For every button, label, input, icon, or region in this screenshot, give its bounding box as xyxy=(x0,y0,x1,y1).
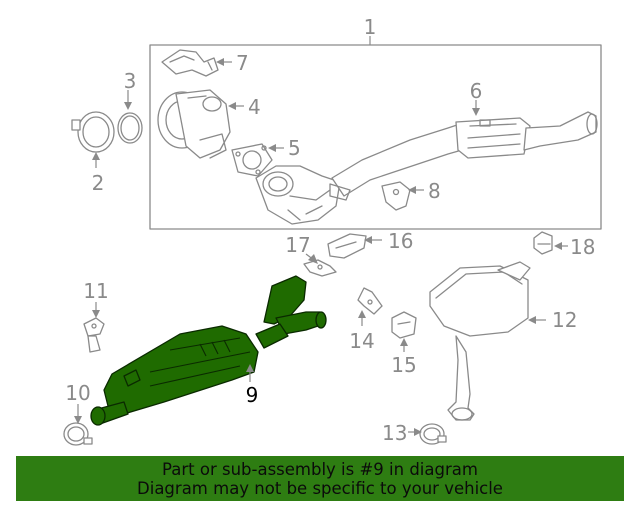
callout-3: 3 xyxy=(124,69,137,93)
callout-7: 7 xyxy=(236,51,249,75)
part-17-hanger[interactable] xyxy=(303,259,337,277)
callout-13: 13 xyxy=(382,421,407,445)
callout-2: 2 xyxy=(92,171,105,195)
part-10-clamp[interactable] xyxy=(63,422,93,446)
part-notice-banner: Part or sub-assembly is #9 in diagram Di… xyxy=(16,456,624,501)
banner-line-disclaimer: Diagram may not be specific to your vehi… xyxy=(137,479,503,498)
banner-line-part-number: Part or sub-assembly is #9 in diagram xyxy=(162,460,478,479)
callout-17: 17 xyxy=(285,233,310,257)
callout-15: 15 xyxy=(391,353,416,377)
callout-6: 6 xyxy=(470,79,483,103)
part-5-gasket[interactable] xyxy=(231,143,273,177)
part-18-isolator[interactable] xyxy=(533,231,553,255)
part-15-isolator[interactable] xyxy=(391,311,417,339)
part-4-catalyst-housing[interactable] xyxy=(157,89,231,159)
callout-5: 5 xyxy=(288,136,301,160)
callout-4: 4 xyxy=(248,95,261,119)
part-16-hanger-bracket[interactable] xyxy=(327,233,367,259)
part-9-intermediate-muffler[interactable] xyxy=(90,275,327,426)
part-12-rear-muffler[interactable] xyxy=(429,261,531,421)
part-13-clamp[interactable] xyxy=(419,423,447,445)
part-14-bracket[interactable] xyxy=(357,287,383,315)
callout-14: 14 xyxy=(349,329,374,353)
part-3-seal-ring[interactable] xyxy=(117,112,143,144)
part-8-bracket[interactable] xyxy=(381,181,411,211)
callout-11: 11 xyxy=(83,279,108,303)
part-1-front-converter[interactable] xyxy=(255,165,341,225)
callout-8: 8 xyxy=(428,179,441,203)
callout-16: 16 xyxy=(388,229,413,253)
assembly-1-frame xyxy=(149,36,602,230)
callout-10: 10 xyxy=(65,381,90,405)
callout-12: 12 xyxy=(552,308,577,332)
callout-18: 18 xyxy=(570,235,595,259)
callout-9: 9 xyxy=(246,383,259,407)
callout-1: 1 xyxy=(364,15,377,39)
part-6-center-catalyst[interactable] xyxy=(455,111,598,159)
part-2-clamp[interactable] xyxy=(71,111,115,153)
part-7-heat-shield[interactable] xyxy=(161,49,219,77)
part-11-hanger[interactable] xyxy=(83,317,105,353)
